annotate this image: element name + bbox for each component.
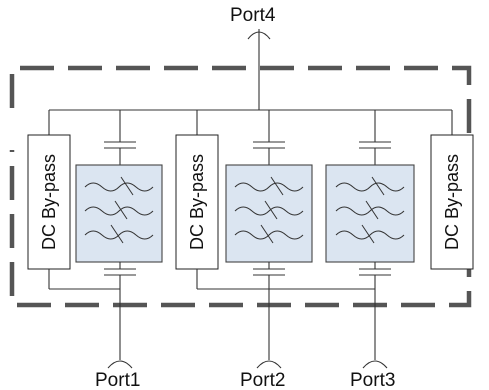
port3-arc-icon: [362, 360, 388, 369]
dc-bypass-1: DC By-pass: [27, 134, 120, 290]
port2-label: Port2: [240, 370, 285, 390]
port3-label: Port3: [350, 370, 395, 390]
dc-bypass-3: DC By-pass: [430, 134, 474, 270]
port3: Port3: [350, 360, 395, 390]
filter-branch-2: [225, 110, 313, 360]
port4-label: Port4: [230, 5, 276, 26]
dc-bypass-label: DC By-pass: [187, 154, 207, 250]
filter-box-1: [75, 164, 163, 263]
dc-bypass-label: DC By-pass: [442, 154, 462, 250]
dc-bypass-2: DC By-pass: [175, 134, 375, 290]
port1-arc-icon: [107, 360, 133, 369]
port1-label: Port1: [95, 370, 140, 390]
enclosure-boundary: [9, 65, 472, 308]
port2: Port2: [240, 360, 285, 390]
filter-branch-1: [75, 110, 163, 360]
port2-arc-icon: [256, 360, 282, 369]
dc-bypass-label: DC By-pass: [39, 154, 59, 250]
port1: Port1: [95, 360, 140, 390]
filter-box-2: [225, 164, 313, 263]
filter-box-3: [325, 164, 415, 263]
filter-branch-3: [325, 110, 415, 360]
